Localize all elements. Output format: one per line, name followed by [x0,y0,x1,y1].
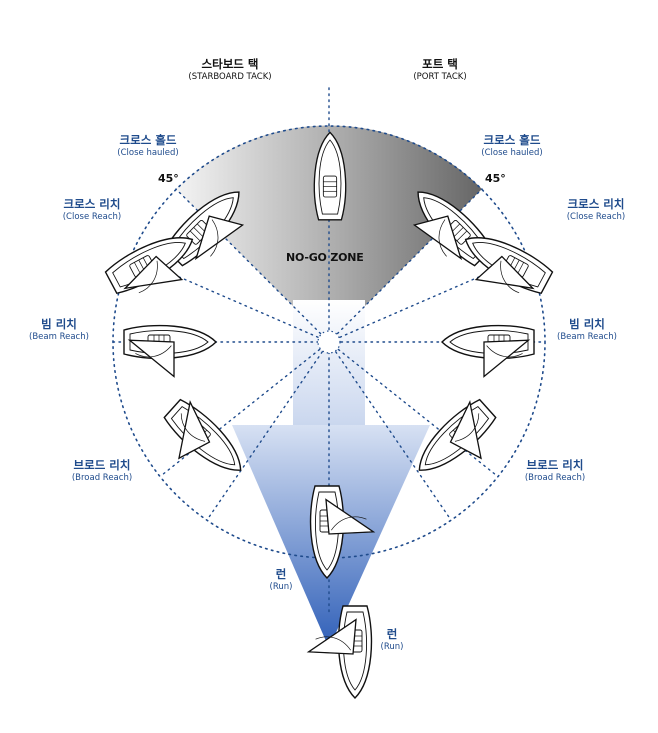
angle-left-label: 45° [158,172,179,185]
broad-reach-en: (Broad Reach) [524,472,586,483]
close-reach-right-label: 크로스 리치 (Close Reach) [546,197,646,222]
starboard-tack-label: 스타보드 택 (STARBOARD TACK) [160,57,300,82]
broad-reach-left-label: 브로드 리치 (Broad Reach) [52,458,152,483]
run-left-label: 런 (Run) [256,567,306,592]
beam-reach-right-label: 빔 리치 (Beam Reach) [542,317,632,342]
close-hauled-en: (Close hauled) [117,147,179,158]
broad-reach-ko: 브로드 리치 [73,458,131,472]
close-reach-ko: 크로스 리치 [567,197,625,211]
broad-reach-ko: 브로드 리치 [526,458,584,472]
sailboat-icon [123,324,217,378]
close-hauled-left-label: 크로스 홀드 (Close hauled) [98,133,198,158]
beam-reach-en: (Beam Reach) [557,331,617,342]
broad-reach-right-label: 브로드 리치 (Broad Reach) [505,458,605,483]
close-hauled-ko: 크로스 홀드 [483,133,541,147]
starboard-tack-en: (STARBOARD TACK) [188,71,272,82]
broad-reach-en: (Broad Reach) [71,472,133,483]
starboard-tack-ko: 스타보드 택 [201,57,259,71]
close-reach-left-label: 크로스 리치 (Close Reach) [42,197,142,222]
run-right-label: 런 (Run) [367,627,417,652]
sailboat-icon [441,324,535,378]
port-tack-label: 포트 택 (PORT TACK) [385,57,495,82]
close-reach-ko: 크로스 리치 [63,197,121,211]
run-en: (Run) [380,641,404,652]
run-en: (Run) [269,581,293,592]
beam-reach-left-label: 빔 리치 (Beam Reach) [14,317,104,342]
port-tack-ko: 포트 택 [422,57,458,71]
port-tack-en: (PORT TACK) [413,71,467,82]
close-hauled-ko: 크로스 홀드 [119,133,177,147]
close-hauled-en: (Close hauled) [481,147,543,158]
beam-reach-en: (Beam Reach) [29,331,89,342]
angle-right-label: 45° [485,172,506,185]
run-ko: 런 [386,627,398,641]
close-reach-en: (Close Reach) [566,211,626,222]
run-ko: 런 [275,567,287,581]
beam-reach-ko: 빔 리치 [41,317,77,331]
close-reach-en: (Close Reach) [62,211,122,222]
no-go-zone-label: NO-GO ZONE [286,251,364,264]
sailboat-icon [160,395,253,484]
beam-reach-ko: 빔 리치 [569,317,605,331]
close-hauled-right-label: 크로스 홀드 (Close hauled) [462,133,562,158]
